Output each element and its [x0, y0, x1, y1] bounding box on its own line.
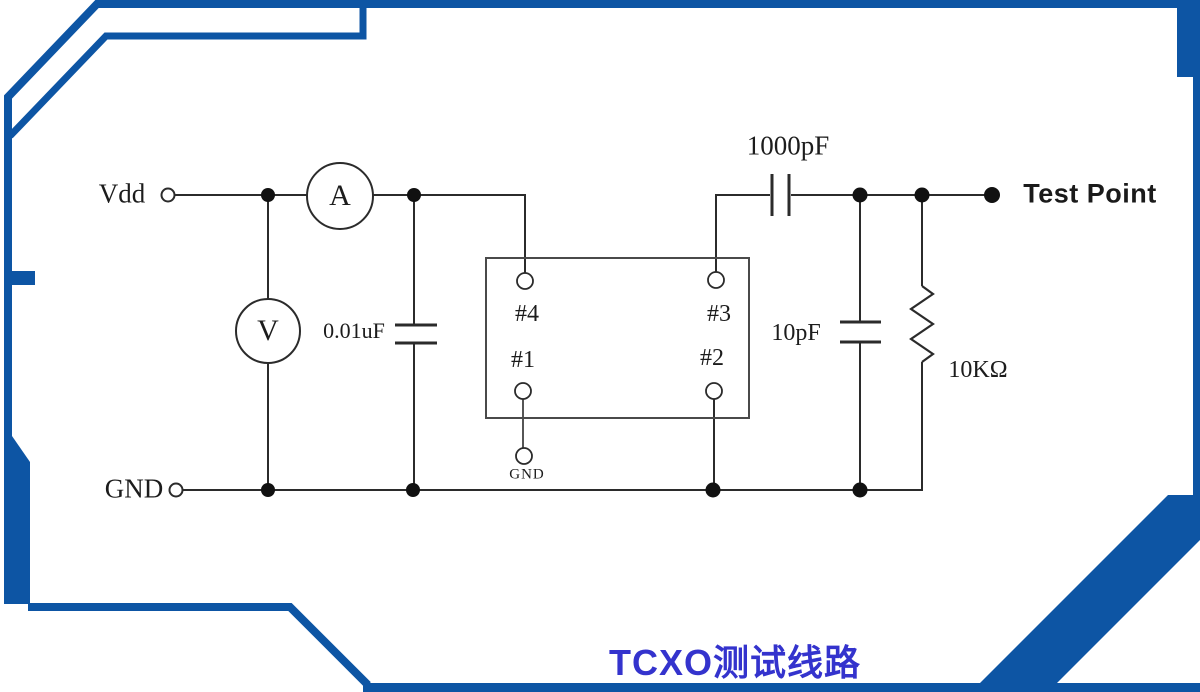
cap-decoupling-plates — [395, 323, 437, 345]
resistor-zigzag — [909, 285, 935, 363]
tcxo-body — [485, 257, 750, 419]
wire-pin3-to-cap-coupling — [715, 194, 770, 272]
test-point-label: Test Point — [1023, 178, 1157, 209]
gnd-terminal — [168, 482, 184, 498]
frame-solid-shapes — [4, 0, 1200, 692]
junction-dot — [705, 482, 721, 498]
junction-dot — [914, 187, 930, 203]
pin4-circle — [516, 272, 534, 290]
pin4-label: #4 — [515, 301, 539, 327]
capacitor-plates — [395, 174, 881, 345]
voltmeter-label: V — [257, 314, 279, 347]
resistor-label: 10KΩ — [948, 357, 1008, 383]
junction-dot — [261, 483, 275, 497]
pin1-circle — [514, 382, 532, 400]
test-point-dot — [984, 187, 1000, 203]
wire-ammeter-to-pin4 — [373, 194, 526, 273]
cap-load-label: 10pF — [771, 320, 821, 346]
gnd-rail-label: GND — [104, 473, 164, 504]
pin1-gnd-terminal — [515, 447, 533, 465]
cap-load-plates — [840, 320, 881, 344]
junction-dots — [261, 187, 1000, 498]
wire-resistor-bottom — [860, 362, 923, 491]
pin3-circle — [707, 271, 725, 289]
vdd-label: Vdd — [98, 178, 146, 209]
terminals-and-meters — [160, 162, 725, 498]
cap-coupling-plates — [770, 174, 791, 216]
cap-coupling-label: 1000pF — [746, 130, 830, 161]
junction-dot — [852, 482, 868, 498]
junction-dot — [852, 187, 868, 203]
pin2-circle — [705, 382, 723, 400]
junction-dot — [261, 188, 275, 202]
ammeter-label: A — [329, 179, 351, 212]
cap-decoupling-label: 0.01uF — [323, 318, 385, 343]
frame-outer-lines — [3, 0, 1200, 688]
ammeter-symbol — [306, 162, 374, 230]
vdd-terminal — [160, 187, 176, 203]
page-title: TCXO测试线路 — [608, 642, 862, 683]
voltmeter-symbol — [235, 298, 301, 364]
pin2-label: #2 — [700, 345, 724, 371]
pin1-label: #1 — [511, 347, 535, 373]
pin3-label: #3 — [707, 301, 731, 327]
junction-dot — [407, 188, 421, 202]
pin1-gnd-label: GND — [509, 466, 545, 483]
wires — [175, 194, 992, 491]
junction-dot — [406, 483, 420, 497]
